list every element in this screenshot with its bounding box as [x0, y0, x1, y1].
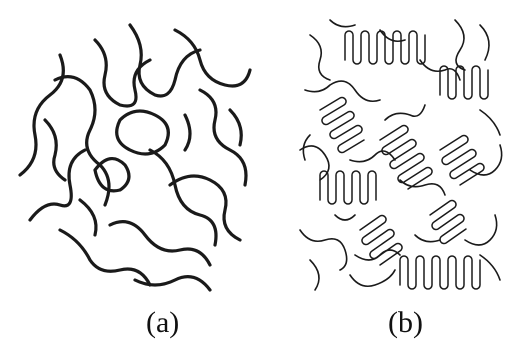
- panel-b-caption: (b): [388, 306, 423, 340]
- panel-a-caption: (a): [146, 306, 179, 340]
- amorphous-chains-panel: [20, 25, 250, 290]
- semicrystalline-chains-panel: [300, 20, 502, 290]
